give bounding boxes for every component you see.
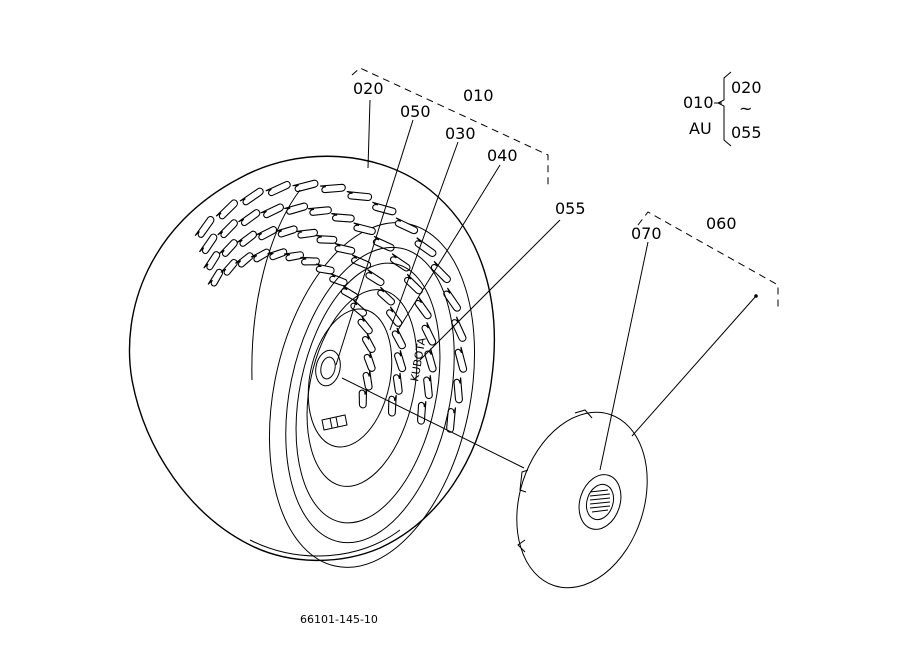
tread-lug bbox=[236, 230, 257, 247]
tread-lug bbox=[357, 315, 373, 335]
tread-lug bbox=[391, 327, 406, 350]
callout-020: 020 bbox=[353, 79, 384, 98]
tread-lug bbox=[260, 203, 284, 219]
tread-lug bbox=[387, 394, 397, 417]
tread-lug bbox=[361, 333, 376, 353]
tread-lug bbox=[331, 212, 355, 223]
tread-lug bbox=[203, 251, 221, 271]
tread-lug bbox=[215, 199, 238, 220]
tread-lug bbox=[238, 209, 261, 227]
tread-lug bbox=[424, 348, 437, 373]
tread-lug bbox=[362, 370, 373, 391]
tread-lug bbox=[194, 215, 215, 238]
tread-lug bbox=[363, 351, 376, 372]
tread-lug bbox=[394, 217, 419, 235]
tread-lug bbox=[220, 259, 238, 276]
legend-range-start: 020 bbox=[731, 78, 762, 97]
tread-lug bbox=[346, 191, 373, 202]
tire-tread-lugs bbox=[194, 179, 468, 433]
legend-alt: AU bbox=[689, 119, 712, 138]
callout-060: 060 bbox=[706, 214, 737, 233]
assembly-brackets bbox=[351, 67, 779, 310]
tire bbox=[128, 155, 496, 568]
tread-lug bbox=[389, 253, 411, 272]
tread-lug bbox=[235, 252, 254, 268]
tread-lug bbox=[414, 297, 432, 320]
tread-lug bbox=[267, 248, 288, 261]
tread-lug bbox=[443, 287, 462, 312]
explosion-axis bbox=[341, 377, 525, 469]
tread-lug bbox=[446, 407, 457, 433]
callout-055: 055 bbox=[555, 199, 586, 218]
tread-lug bbox=[334, 242, 356, 255]
tread-lug bbox=[372, 201, 397, 216]
tread-lug bbox=[394, 350, 407, 373]
tread-lug bbox=[218, 239, 238, 257]
tread-lug bbox=[423, 375, 433, 400]
tread-lug bbox=[217, 219, 238, 239]
tread-lug bbox=[414, 237, 437, 257]
tread-lug bbox=[255, 226, 278, 241]
legend-assembly: 010 bbox=[683, 93, 714, 112]
callout-030: 030 bbox=[445, 124, 476, 143]
tread-lug bbox=[454, 346, 468, 373]
tread-lug bbox=[365, 269, 385, 287]
tread-lug bbox=[392, 372, 403, 395]
tread-lug bbox=[430, 260, 451, 284]
tread-lug bbox=[451, 316, 467, 342]
tread-lug bbox=[300, 256, 320, 266]
tread-lug bbox=[319, 183, 346, 194]
tread-lug bbox=[265, 180, 291, 197]
tread-lug bbox=[295, 228, 318, 239]
tread-lug bbox=[198, 233, 218, 255]
tread-lug bbox=[284, 251, 305, 262]
tread-lug bbox=[239, 187, 264, 206]
callout-040: 040 bbox=[487, 146, 518, 165]
tread-lug bbox=[275, 225, 298, 238]
callout-050: 050 bbox=[400, 102, 431, 121]
legend-range-sep: ~ bbox=[739, 99, 752, 118]
tread-lug bbox=[421, 322, 437, 346]
callout-010: 010 bbox=[463, 86, 494, 105]
tread-lug bbox=[292, 179, 319, 193]
tread-lug bbox=[315, 263, 335, 275]
tread-lug bbox=[358, 388, 368, 409]
tread-lug bbox=[353, 222, 376, 235]
tread-lug bbox=[307, 206, 332, 216]
figure-code: 66101-145-10 bbox=[300, 613, 378, 626]
leader-lines bbox=[335, 99, 758, 471]
assembly-legend: 010 AU 020 ~ 055 bbox=[683, 78, 762, 142]
tread-lug bbox=[329, 272, 348, 287]
tread-lug bbox=[315, 234, 338, 244]
legend-range-end: 055 bbox=[731, 123, 762, 142]
tread-lug bbox=[453, 377, 463, 404]
tread-lug bbox=[351, 254, 372, 269]
tread-lug bbox=[250, 248, 271, 263]
hub-cap bbox=[516, 409, 648, 589]
tread-lug bbox=[207, 268, 224, 287]
callout-070: 070 bbox=[631, 224, 662, 243]
hub-cap-emblem bbox=[589, 489, 611, 513]
